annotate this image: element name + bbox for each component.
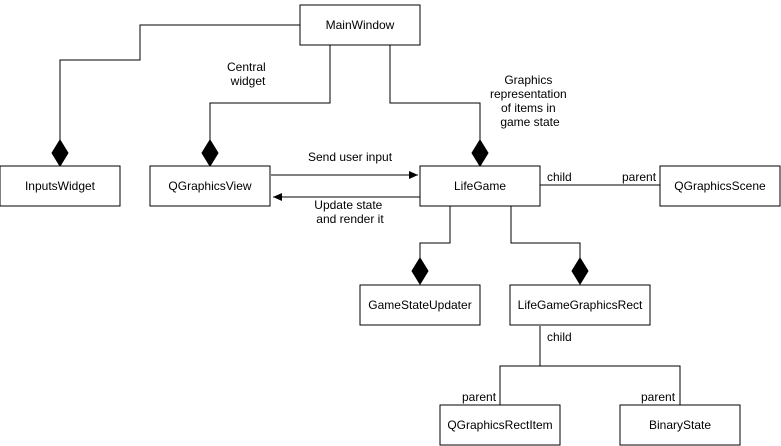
- label-central-widget: Central widget: [227, 60, 269, 88]
- composition-diamond-gamestateupdater: [411, 257, 429, 285]
- node-lifegamegraphicsrect: LifeGameGraphicsRect: [509, 284, 651, 326]
- svg-text:LifeGameGraphicsRect: LifeGameGraphicsRect: [518, 298, 643, 312]
- label-scene-child: child: [547, 170, 572, 184]
- svg-text:BinaryState: BinaryState: [649, 418, 711, 432]
- svg-text:InputsWidget: InputsWidget: [25, 179, 96, 193]
- node-qgraphicsscene: QGraphicsScene: [659, 165, 781, 207]
- svg-text:LifeGame: LifeGame: [454, 179, 506, 193]
- composition-diamond-lifegame: [471, 139, 489, 167]
- node-inputswidget: InputsWidget: [0, 165, 121, 207]
- composition-diamond-inputswidget: [51, 139, 69, 167]
- label-graphics-representation: Graphics representation of items in game…: [490, 73, 570, 129]
- edge-graphicsrect-binarystate: [540, 365, 681, 405]
- node-qgraphicsview: QGraphicsView: [149, 165, 271, 207]
- edge-lifegame-gamestateupdater: [419, 206, 451, 258]
- edge-mainwindow-lifegame: [389, 45, 481, 140]
- svg-text:GameStateUpdater: GameStateUpdater: [368, 298, 471, 312]
- composition-diamond-graphicsrect: [571, 257, 589, 285]
- svg-text:MainWindow: MainWindow: [326, 18, 395, 32]
- node-lifegame: LifeGame: [419, 165, 541, 207]
- svg-text:QGraphicsView: QGraphicsView: [168, 179, 251, 193]
- node-binarystate: BinaryState: [619, 404, 741, 446]
- node-gamestateupdater: GameStateUpdater: [359, 284, 481, 326]
- edge-graphicsrect-rectitem: [499, 326, 541, 405]
- label-binarystate-parent: parent: [641, 390, 676, 404]
- label-send-user-input: Send user input: [308, 150, 393, 164]
- label-rectitem-parent: parent: [462, 390, 497, 404]
- edge-mainwindow-inputswidget: [59, 24, 300, 140]
- edge-mainwindow-qgraphicsview: [209, 45, 331, 140]
- composition-diamond-qgraphicsview: [201, 139, 219, 167]
- node-mainwindow: MainWindow: [299, 4, 421, 46]
- label-update-state: Update state and render it: [314, 198, 385, 226]
- edge-lifegame-graphicsrect: [510, 206, 581, 258]
- svg-text:QGraphicsScene: QGraphicsScene: [674, 179, 766, 193]
- label-scene-parent: parent: [622, 170, 657, 184]
- node-qgraphicsrectitem: QGraphicsRectItem: [439, 404, 561, 446]
- svg-text:QGraphicsRectItem: QGraphicsRectItem: [447, 418, 552, 432]
- label-rect-child: child: [547, 330, 572, 344]
